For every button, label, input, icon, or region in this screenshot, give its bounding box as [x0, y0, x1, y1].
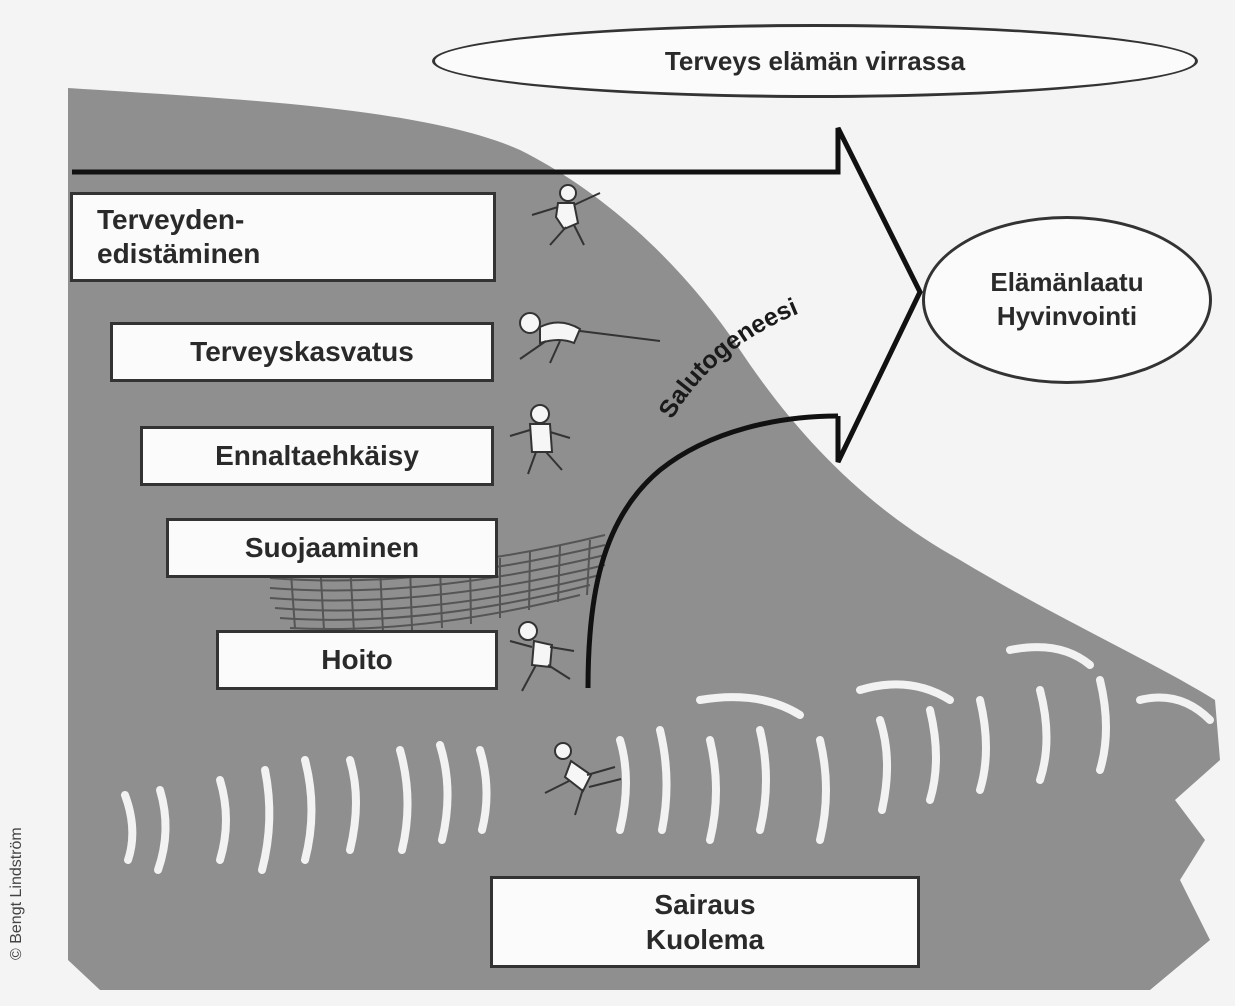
box-label: Hoito — [321, 643, 393, 677]
box-protection: Suojaaminen — [166, 518, 498, 578]
box-label-line-2: edistäminen — [97, 237, 260, 271]
copyright-credit: © Bengt Lindström — [8, 827, 26, 960]
box-care: Hoito — [216, 630, 498, 690]
box-health-education: Terveyskasvatus — [110, 322, 494, 382]
box-prevention: Ennaltaehkäisy — [140, 426, 494, 486]
goal-oval: Elämänlaatu Hyvinvointi — [922, 216, 1212, 384]
box-label: Ennaltaehkäisy — [215, 439, 419, 473]
box-illness-death: Sairaus Kuolema — [490, 876, 920, 968]
goal-line-1: Elämänlaatu — [990, 266, 1143, 300]
box-label: Terveyskasvatus — [190, 335, 414, 369]
diagram-title: Terveys elämän virrassa — [665, 46, 965, 77]
box-label-line-1: Terveyden- — [97, 203, 244, 237]
box-health-promotion: Terveyden- edistäminen — [70, 192, 496, 282]
title-oval: Terveys elämän virrassa — [432, 24, 1198, 98]
box-label: Suojaaminen — [245, 531, 419, 565]
goal-line-2: Hyvinvointi — [997, 300, 1137, 334]
box-label-line-1: Sairaus — [654, 887, 755, 922]
box-label-line-2: Kuolema — [646, 922, 764, 957]
